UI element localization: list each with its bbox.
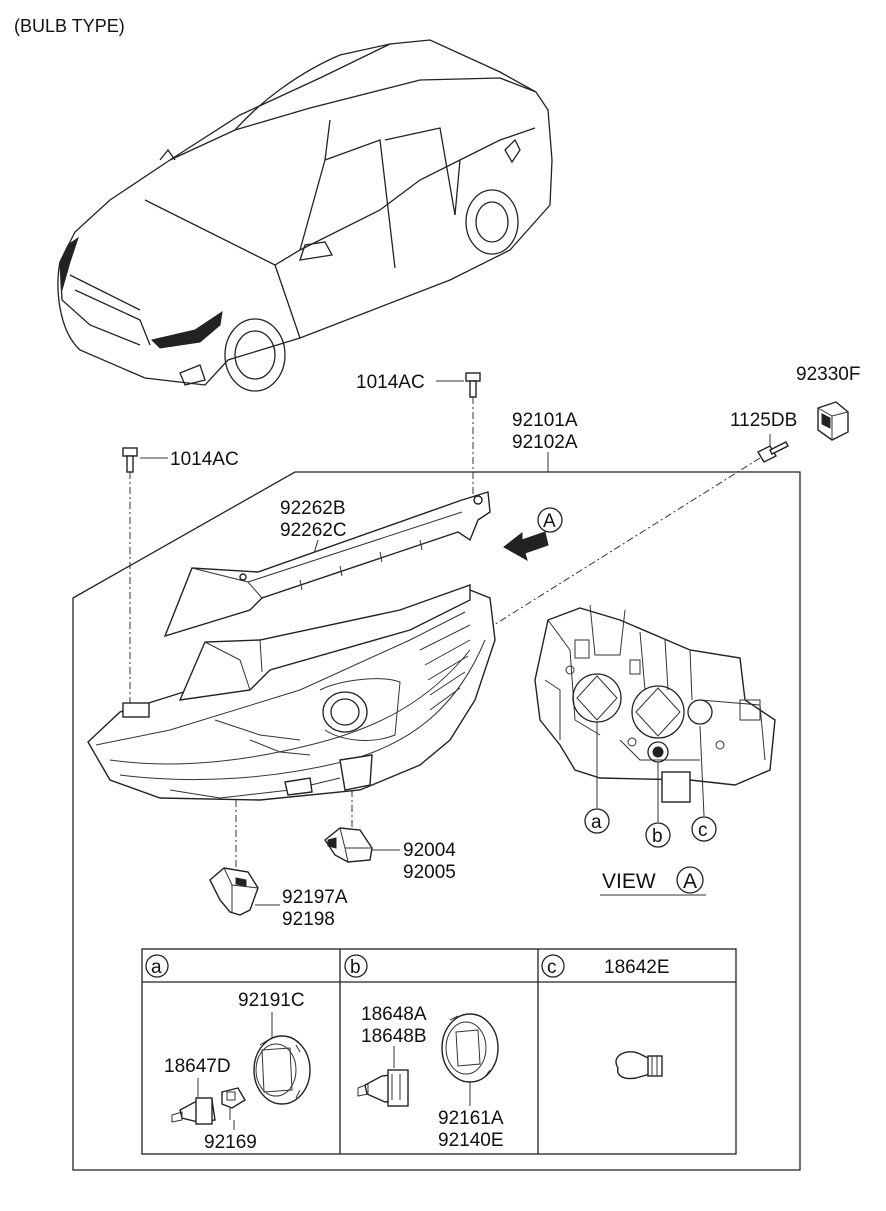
bracket-92197a (209, 867, 259, 916)
label-92262c: 92262C (280, 520, 347, 541)
table-col-c-key: c (547, 957, 557, 978)
label-18648b: 18648B (361, 1026, 427, 1047)
view-label: VIEW (602, 870, 656, 893)
label-92161a: 92161A (438, 1108, 504, 1129)
label-92169: 92169 (204, 1132, 257, 1153)
car-illustration (57, 39, 553, 392)
socket-92191c (253, 1035, 311, 1105)
socket-92169 (221, 1087, 246, 1120)
label-92191c: 92191C (238, 990, 305, 1011)
label-92197a: 92197A (282, 887, 348, 908)
connector-92330f (817, 401, 849, 441)
view-a-rear-lamp (534, 604, 776, 803)
bracket-92262b (163, 491, 491, 638)
screw-1125db (757, 441, 789, 463)
callout-a: a (584, 808, 610, 834)
label-18642e: 18642E (604, 957, 670, 978)
callout-c: c (691, 816, 717, 842)
label-92198: 92198 (282, 909, 335, 930)
diagram-title: (BULB TYPE) (14, 16, 125, 36)
socket-92161a (441, 1013, 499, 1083)
table-col-b-key: b (350, 957, 361, 978)
label-92330f: 92330F (796, 364, 860, 385)
callout-c-letter: c (698, 820, 708, 841)
callout-b: b (645, 822, 671, 848)
bulb-18648a (357, 1069, 409, 1107)
bulb-18642e (615, 1051, 663, 1080)
callout-a-letter: a (591, 812, 602, 833)
bolt-1014ac-left (122, 447, 138, 473)
label-1125db: 1125DB (730, 410, 797, 431)
label-1014ac-left: 1014AC (170, 449, 239, 470)
callout-b-letter: b (652, 826, 663, 847)
table-col-a-key: a (151, 957, 162, 978)
bulb-parts-table: a b c 18642E 92191C 18647D 92169 18 (141, 948, 737, 1155)
headlamp-assembly (87, 584, 496, 801)
label-1014ac-top: 1014AC (356, 372, 425, 393)
assembly-frame (72, 471, 801, 1171)
label-92005: 92005 (403, 862, 456, 883)
label-18647d: 18647D (164, 1056, 231, 1077)
arrow-a-letter: A (543, 511, 556, 532)
bulb-18647d (171, 1097, 216, 1125)
label-92004: 92004 (403, 840, 456, 861)
label-92140e: 92140E (438, 1130, 504, 1151)
bolt-1014ac-top (465, 372, 481, 398)
label-92101a: 92101A (512, 410, 578, 431)
view-letter: A (683, 870, 697, 893)
view-a-arrow: A (503, 507, 563, 562)
bracket-92004 (324, 827, 373, 863)
label-18648a: 18648A (361, 1004, 427, 1025)
label-92102a: 92102A (512, 432, 578, 453)
label-92262b: 92262B (280, 498, 346, 519)
